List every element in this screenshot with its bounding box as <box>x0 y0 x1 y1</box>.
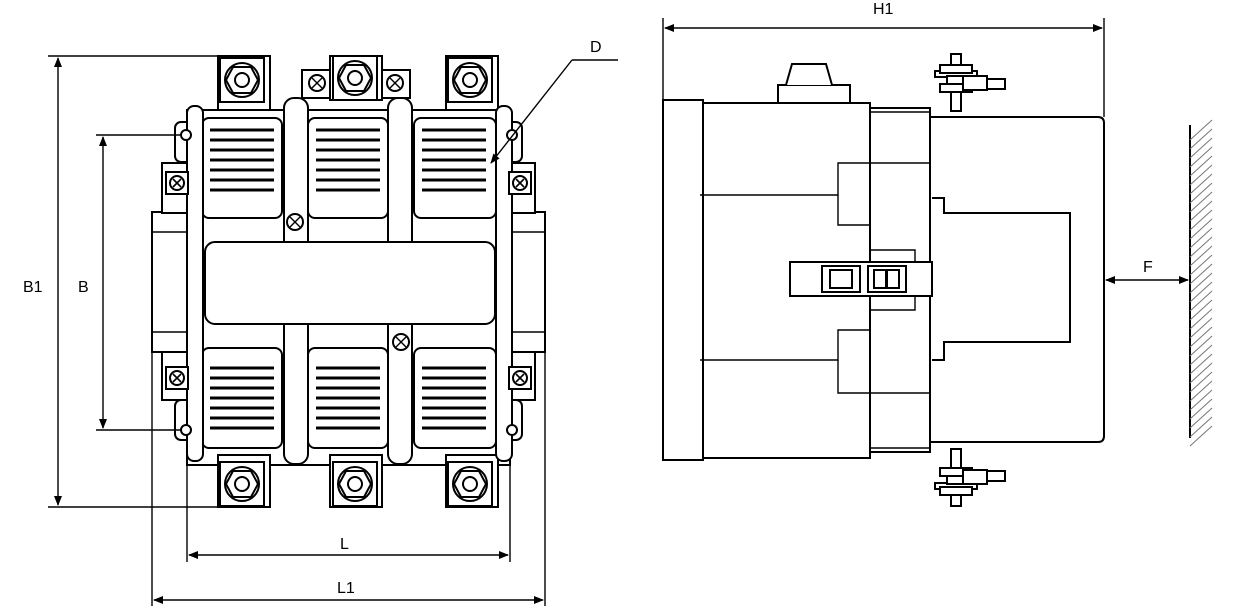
wall-hatch-icon <box>1189 119 1213 447</box>
hatch-line <box>1189 308 1213 330</box>
label-d: D <box>590 39 602 56</box>
screw-icon <box>508 366 532 390</box>
hatch-line <box>1189 425 1213 447</box>
top-terminals <box>217 55 499 111</box>
hatch-line <box>1189 218 1213 240</box>
hatch-line <box>1189 263 1213 285</box>
hatch-line <box>1189 146 1213 168</box>
front-dimensions: B1 B L L1 D <box>23 39 618 606</box>
screw-icon <box>386 74 404 92</box>
hex-nut-icon <box>219 461 265 507</box>
hatch-line <box>1189 137 1213 159</box>
hatch-line <box>1189 407 1213 429</box>
hatch-line <box>1189 353 1213 375</box>
hatch-line <box>1189 281 1213 303</box>
hatch-line <box>1189 236 1213 258</box>
hatch-line <box>1189 362 1213 384</box>
hatch-line <box>1189 164 1213 186</box>
front-face <box>662 99 704 461</box>
front-view <box>151 55 546 508</box>
screw-icon <box>508 171 532 195</box>
screw-icon <box>308 74 326 92</box>
hatch-line <box>1189 416 1213 438</box>
hatch-line <box>1189 380 1213 402</box>
vent-slots <box>210 128 486 430</box>
hatch-line <box>1189 290 1213 312</box>
bolt-icon <box>934 53 1006 112</box>
label-h1: H1 <box>873 1 894 18</box>
arc-chutes <box>201 117 497 449</box>
side-view <box>662 53 1105 507</box>
leader-d <box>490 59 573 164</box>
hex-nut-icon <box>332 461 378 507</box>
bottom-terminals <box>217 454 499 508</box>
nameplate <box>204 241 496 325</box>
hatch-line <box>1189 155 1213 177</box>
hatch-line <box>1189 254 1213 276</box>
hatch-line <box>1189 245 1213 267</box>
hatch-line <box>1189 371 1213 393</box>
label-l: L <box>340 536 349 553</box>
screw-icon <box>165 171 189 195</box>
label-b: B <box>78 279 89 296</box>
hatch-line <box>1189 272 1213 294</box>
mounting-hole <box>180 129 192 141</box>
hatch-line <box>1189 299 1213 321</box>
screw-icon <box>286 213 304 231</box>
hatch-line <box>1189 200 1213 222</box>
bolt-icon <box>934 448 1006 507</box>
hatch-line <box>1189 191 1213 213</box>
hatch-line <box>1189 335 1213 357</box>
hatch-line <box>1189 128 1213 150</box>
hatch-line <box>1189 317 1213 339</box>
hex-nut-icon <box>447 57 493 103</box>
label-f: F <box>1143 259 1153 276</box>
screw-icon <box>165 366 189 390</box>
hatch-line <box>1189 173 1213 195</box>
hatch-line <box>1189 227 1213 249</box>
mounting-hole <box>180 424 192 436</box>
hex-nut-icon <box>219 57 265 103</box>
hex-nut-icon <box>447 461 493 507</box>
mounting-hole <box>506 424 518 436</box>
hex-nut-icon <box>332 55 378 101</box>
hatch-line <box>1189 398 1213 420</box>
hatch-line <box>1189 119 1213 141</box>
hatch-line <box>1189 344 1213 366</box>
label-b1: B1 <box>23 279 43 296</box>
side-dimensions: H1 F <box>662 1 1189 284</box>
hatch-line <box>1189 389 1213 411</box>
hatch-line <box>1189 182 1213 204</box>
hatch-line <box>1189 326 1213 348</box>
label-l1: L1 <box>337 580 355 597</box>
top-knob <box>777 84 851 104</box>
screw-icon <box>392 333 410 351</box>
hatch-line <box>1189 209 1213 231</box>
